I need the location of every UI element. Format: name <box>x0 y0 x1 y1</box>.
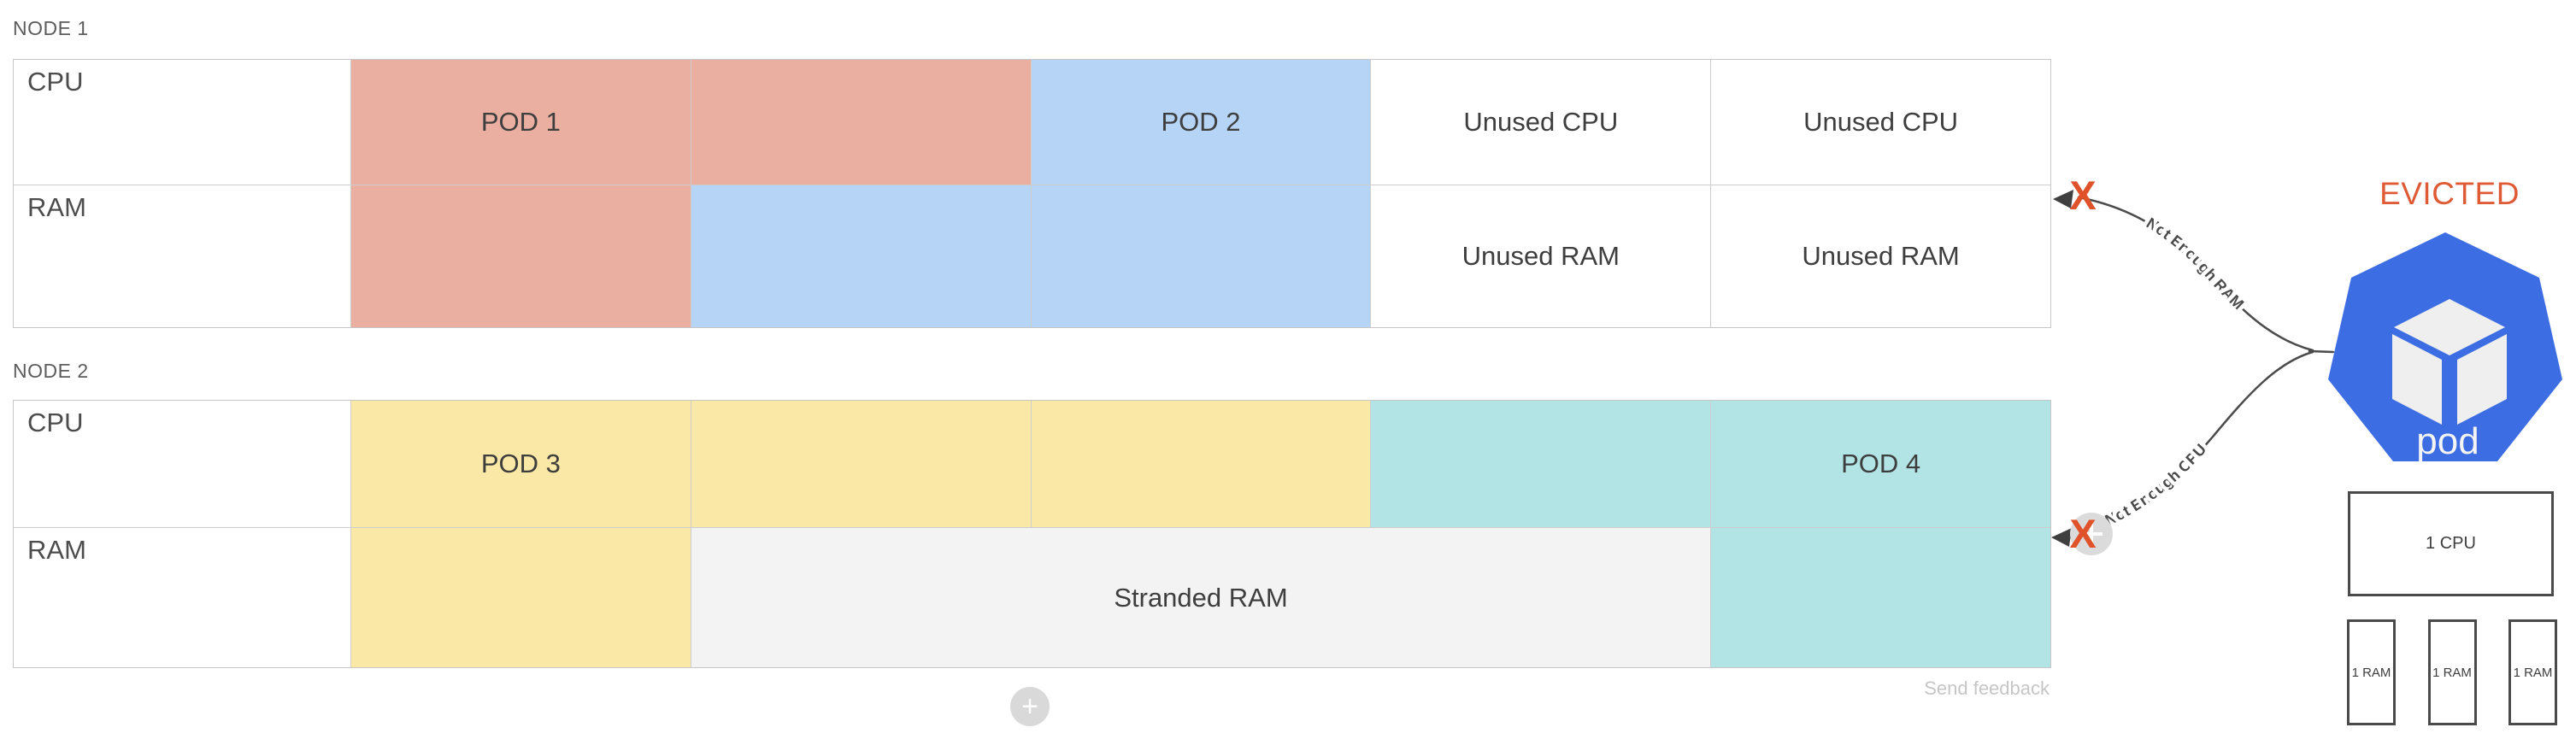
pod-heptagon-icon <box>2328 232 2562 461</box>
evicted-status-label: EVICTED <box>2379 176 2520 211</box>
handle-circle <box>2070 513 2113 555</box>
curve-not-enough-ram <box>2077 196 2314 352</box>
node-title-node-1: NODE 1 <box>13 17 89 39</box>
row-header-cpu: CPU <box>14 401 350 527</box>
row-header-ram: RAM <box>14 185 350 327</box>
cell-pod-3: POD 3 <box>350 401 691 527</box>
annotation-not-enough-cpu: Not Enough CPU <box>2098 437 2213 532</box>
cell-unused-ram: Unused RAM <box>1710 185 2050 327</box>
cell-pod-1: POD 1 <box>350 60 691 185</box>
row-header-ram: RAM <box>14 528 350 667</box>
cube-right-face <box>2457 334 2507 425</box>
cell-pod1 <box>690 60 1031 185</box>
ram-resource-box: 1 RAM <box>2347 619 2396 725</box>
ram-resource-boxes: 1 RAM 1 RAM 1 RAM <box>2347 619 2557 725</box>
cell-unused-ram: Unused RAM <box>1370 185 1711 327</box>
cpu-box-label: 1 CPU <box>2426 534 2476 553</box>
node-title-node-2: NODE 2 <box>13 360 89 382</box>
svg-text:Not Enough RAM: Not Enough RAM <box>2144 214 2247 313</box>
cell-pod4 <box>1370 401 1711 527</box>
cell-pod3 <box>690 401 1031 527</box>
cell-unused-cpu: Unused CPU <box>1710 60 2050 185</box>
pod-label: pod <box>2416 420 2479 462</box>
cell-pod3 <box>350 528 691 667</box>
cell-unused-cpu: Unused CPU <box>1370 60 1711 185</box>
svg-text:Not Enough CPU: Not Enough CPU <box>2103 441 2209 529</box>
table-row: RAM Stranded RAM <box>14 527 2050 667</box>
row-header-cpu: CPU <box>14 60 350 185</box>
cell-stranded-ram: Stranded RAM <box>691 528 1710 667</box>
cell-pod4 <box>1709 528 2050 667</box>
cell-pod-2: POD 2 <box>1030 60 1371 185</box>
curve-not-enough-cpu <box>2079 350 2314 532</box>
ram-resource-box: 1 RAM <box>2508 619 2557 725</box>
ram-resource-box: 1 RAM <box>2427 619 2477 725</box>
cell-pod1 <box>350 185 691 327</box>
add-button[interactable]: + <box>1010 687 1050 726</box>
arrowhead-node1 <box>2053 190 2073 208</box>
handle-plus-icon <box>2080 523 2103 545</box>
plus-icon: + <box>1021 690 1038 723</box>
send-feedback-link[interactable]: Send feedback <box>1924 678 2050 699</box>
arrowhead-node2 <box>2051 528 2072 547</box>
cell-pod-4: POD 4 <box>1710 401 2050 527</box>
cpu-resource-box: 1 CPU <box>2348 491 2554 596</box>
curve-merge-stub <box>2308 349 2335 354</box>
reject-x-icon-node1: X <box>2069 173 2096 218</box>
cell-pod3 <box>1030 401 1371 527</box>
cube-left-face <box>2392 334 2442 425</box>
cube-top-face <box>2394 299 2505 355</box>
cell-pod2 <box>1030 185 1371 327</box>
cell-pod2 <box>690 185 1031 327</box>
annotation-not-enough-ram: Not Enough RAM <box>2139 210 2250 316</box>
reject-x-icon-node2: X <box>2069 511 2096 556</box>
